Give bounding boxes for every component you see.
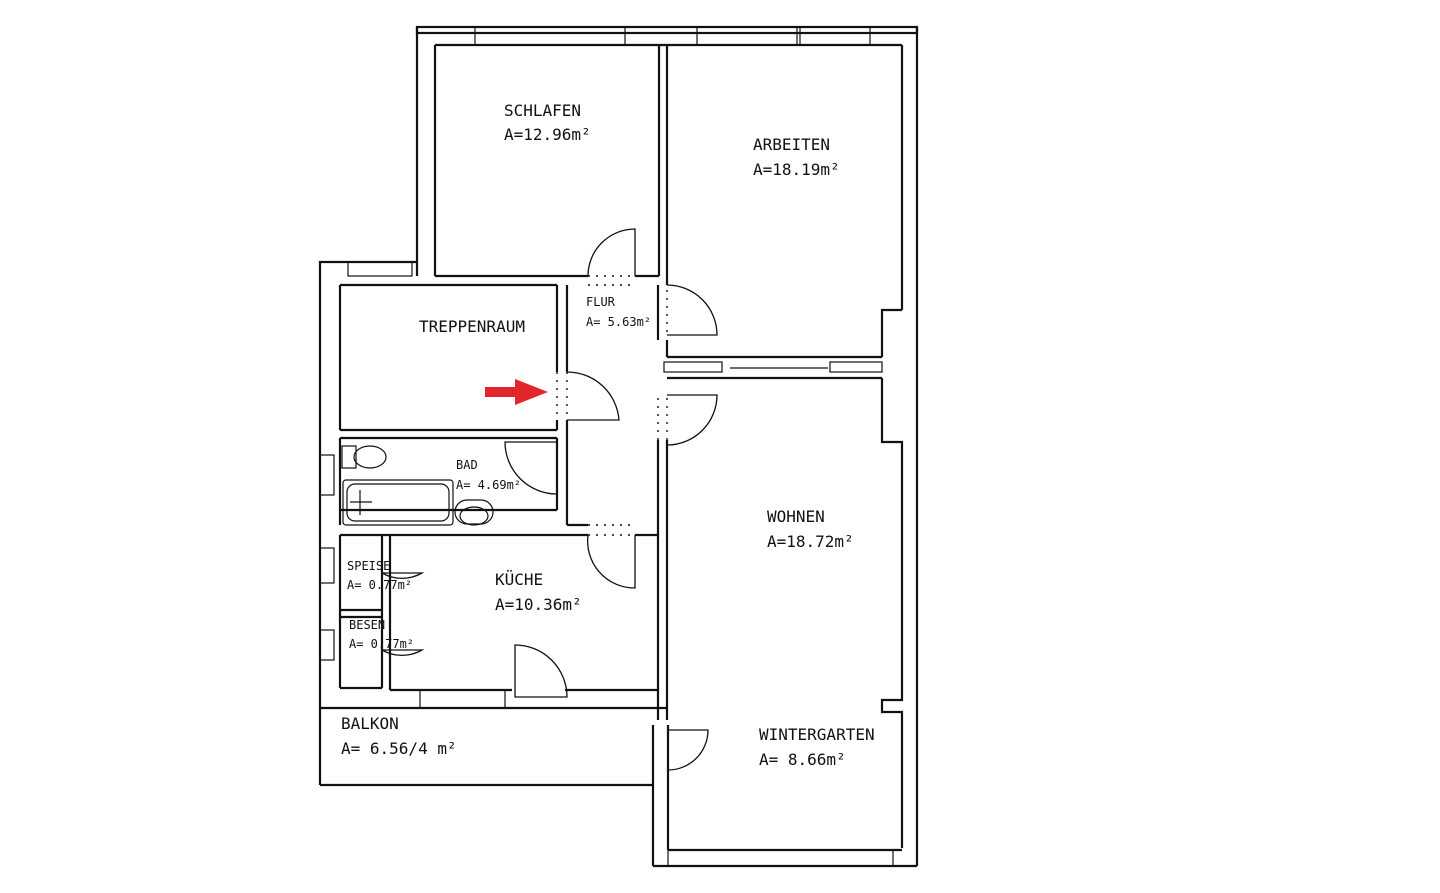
room-name-arbeiten: ARBEITEN [753,135,830,154]
red-arrow-icon [485,379,548,405]
outer-walls [318,25,919,868]
room-name-kueche: KÜCHE [495,570,543,589]
bathtub-icon [342,479,454,526]
room-name-bad: BAD [456,458,478,472]
room-labels: SCHLAFEN A=12.96m² ARBEITEN A=18.19m² FL… [341,101,875,769]
doors [381,228,718,771]
room-area-besen: A= 0.77m² [349,637,414,651]
room-area-bad: A= 4.69m² [456,478,521,492]
room-name-wohnen: WOHNEN [767,507,825,526]
room-area-arbeiten: A=18.19m² [753,160,840,179]
room-area-flur: A= 5.63m² [586,315,651,329]
room-area-wintergarten: A= 8.66m² [759,750,846,769]
room-area-balkon: A= 6.56/4 m² [341,739,457,758]
room-area-wohnen: A=18.72m² [767,532,854,551]
toilet-icon [341,445,357,469]
room-name-speise: SPEISE [347,559,390,573]
room-area-speise: A= 0.77m² [347,578,412,592]
room-name-treppenraum: TREPPENRAUM [419,317,525,336]
bathroom-fixtures [341,445,494,526]
room-name-besen: BESEN [349,618,385,632]
sink-icon [454,499,494,525]
room-area-kueche: A=10.36m² [495,595,582,614]
room-name-flur: FLUR [586,295,616,309]
room-area-schlafen: A=12.96m² [504,125,591,144]
room-name-wintergarten: WINTERGARTEN [759,725,875,744]
room-name-balkon: BALKON [341,714,399,733]
room-name-schlafen: SCHLAFEN [504,101,581,120]
